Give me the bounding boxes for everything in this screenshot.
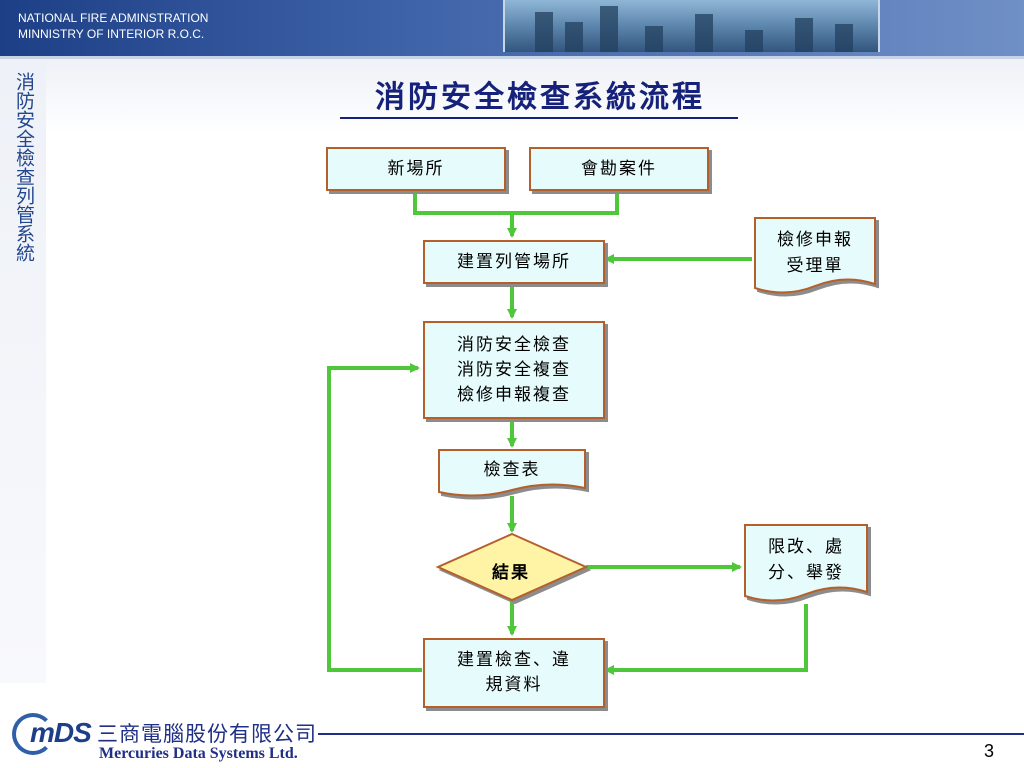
checklist-text: 檢查表	[483, 460, 541, 480]
footer-divider	[318, 733, 1024, 735]
repair-report-line-1: 檢修申報	[777, 230, 853, 250]
page-number: 3	[984, 741, 995, 761]
sidebar	[0, 59, 46, 683]
result-label: 結果	[492, 563, 530, 583]
establish-site-box: 建置列管場所	[423, 240, 605, 284]
records-line-1: 建置檢查、違	[457, 650, 571, 670]
penalty-line-2: 分、舉發	[768, 563, 844, 583]
org-line-1: NATIONAL FIRE ADMINSTRATION	[18, 11, 209, 25]
inspection-line-1: 消防安全檢查	[457, 334, 571, 355]
organization-name: NATIONAL FIRE ADMINSTRATION MINNISTRY OF…	[18, 10, 208, 42]
joint-inspection-label: 會勘案件	[581, 158, 657, 179]
company-name-chinese: 三商電腦股份有限公司	[97, 722, 317, 746]
loop-records-to-inspection	[327, 363, 422, 672]
connector-sources-merge	[413, 190, 619, 215]
page-title: 消防安全檢查系統流程	[375, 80, 705, 115]
header-divider	[0, 56, 1024, 59]
penalty-text: 限改、處 分、舉發	[745, 534, 867, 586]
establish-site-label: 建置列管場所	[457, 251, 571, 272]
penalty-line-1: 限改、處	[768, 537, 844, 557]
company-logo-icon	[12, 713, 54, 755]
records-line-2: 規資料	[485, 675, 543, 695]
new-site-label: 新場所	[387, 158, 445, 179]
inspection-line-2: 消防安全複查	[457, 359, 571, 380]
joint-inspection-box: 會勘案件	[529, 147, 709, 191]
result-diamond	[435, 532, 589, 602]
repair-report-line-2: 受理單	[786, 256, 844, 276]
inspection-line-3: 檢修申報複查	[457, 384, 571, 405]
records-box: 建置檢查、違 規資料	[423, 638, 605, 708]
inspection-box: 消防安全檢查 消防安全複查 檢修申報複查	[423, 321, 605, 419]
org-line-2: MINNISTRY OF INTERIOR R.O.C.	[18, 27, 205, 41]
repair-report-document	[754, 217, 876, 294]
new-site-box: 新場所	[326, 147, 506, 191]
checklist-document	[438, 449, 586, 497]
title-underline	[340, 117, 738, 119]
repair-report-text: 檢修申報 受理單	[755, 227, 875, 279]
arrow-penalty-to-records	[604, 604, 808, 675]
sidebar-label: 消防安全檢查列管系統	[13, 72, 35, 262]
company-logo-text: mDS	[30, 717, 92, 748]
penalty-document	[744, 524, 868, 602]
company-name-english: Mercuries Data Systems Ltd.	[99, 745, 298, 762]
header-photo	[503, 0, 880, 52]
